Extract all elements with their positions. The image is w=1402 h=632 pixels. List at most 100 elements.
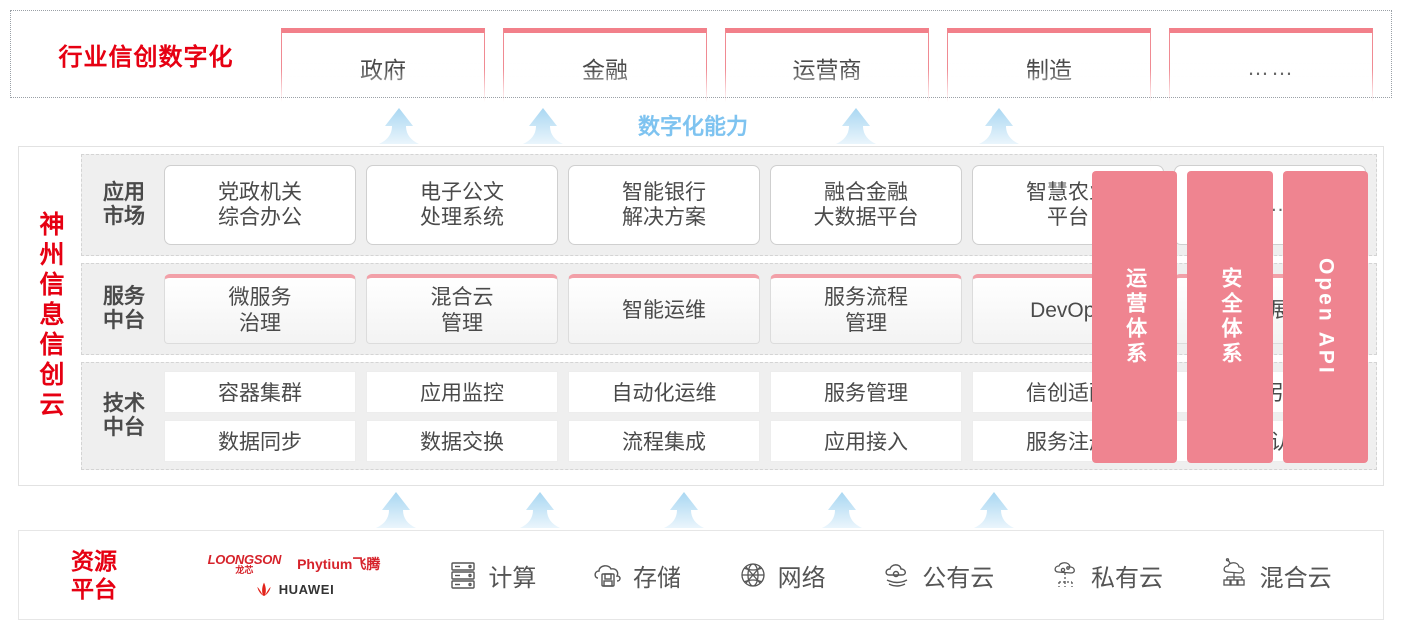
public-cloud-icon — [880, 558, 914, 592]
layer-label-line2: 中台 — [103, 309, 145, 332]
vendor-logo-row-1: LOONGSON 龙芯 Phytium飞腾 — [208, 553, 381, 575]
industry-card-label: …… — [1247, 54, 1295, 80]
pillar-label: Open API — [1314, 258, 1338, 376]
app-card-gov-office[interactable]: 党政机关综合办公 — [164, 165, 356, 245]
industry-card-telecom[interactable]: 运营商 — [725, 28, 929, 102]
layer-label-line2: 市场 — [103, 205, 145, 228]
industry-card-label: 运营商 — [792, 56, 862, 83]
app-card-line1: 融合金融 — [824, 180, 908, 204]
service-card-smart-ops[interactable]: 智能运维 — [568, 274, 760, 344]
layer-label-service-platform: 服务 中台 — [92, 285, 156, 332]
vendor-logo-row-2: HUAWEI — [254, 581, 335, 597]
resource-item-hybrid-cloud[interactable]: 混合云 — [1218, 558, 1332, 593]
layer-label-app-market: 应用 市场 — [92, 181, 156, 228]
up-arrow-icon — [968, 490, 1020, 530]
tech-card-data-sync[interactable]: 数据同步 — [164, 419, 356, 462]
app-card-line1: 智慧农业 — [1026, 180, 1110, 204]
resource-item-private-cloud[interactable]: 私有云 — [1049, 558, 1163, 593]
app-card-line2: 平台 — [1047, 206, 1089, 229]
app-card-line1: 党政机关 — [218, 180, 302, 204]
resource-item-label: 网络 — [777, 564, 826, 592]
tech-card-app-monitoring[interactable]: 应用监控 — [366, 370, 558, 413]
industry-card-more[interactable]: …… — [1169, 28, 1373, 102]
resource-item-compute[interactable]: 计算 — [446, 558, 536, 593]
service-card-hybrid-cloud-mgmt[interactable]: 混合云管理 — [366, 274, 558, 344]
tech-card-service-mgmt[interactable]: 服务管理 — [770, 370, 962, 413]
app-card-e-document[interactable]: 电子公文处理系统 — [366, 165, 558, 245]
industry-card-label: 制造 — [1026, 56, 1072, 83]
huawei-flower-icon — [254, 581, 274, 597]
up-arrow-icon — [816, 490, 868, 530]
industry-band: 行业信创数字化 政府 金融 运营商 制造 …… — [10, 10, 1392, 102]
hybrid-cloud-icon — [1218, 558, 1252, 592]
resource-item-label: 混合云 — [1259, 564, 1332, 592]
resource-title-line1: 资源 — [71, 547, 117, 574]
cloud-platform-title: 神州信息信创云 — [19, 147, 81, 485]
phytium-logo: Phytium飞腾 — [297, 556, 381, 572]
resource-item-list: 计算 存储 — [419, 558, 1383, 593]
loongson-logo-cn: 龙芯 — [235, 565, 254, 575]
capability-arrow-strip-bottom — [0, 488, 1402, 530]
app-card-finance-bigdata[interactable]: 融合金融大数据平台 — [770, 165, 962, 245]
industry-card-list: 政府 金融 运营商 制造 …… — [281, 11, 1391, 102]
pillar-operations-system[interactable]: 运营体系 — [1092, 171, 1178, 463]
cloud-storage-icon — [591, 558, 625, 592]
pillar-label: 安全体系 — [1218, 267, 1242, 367]
cloud-platform-title-text: 神州信息信创云 — [36, 211, 64, 421]
tech-card-automated-ops[interactable]: 自动化运维 — [568, 370, 760, 413]
resource-item-network[interactable]: 网络 — [736, 558, 826, 593]
resource-item-label: 私有云 — [1090, 564, 1163, 592]
service-card-line2: 管理 — [845, 311, 887, 335]
service-card-line1: 微服务 — [228, 286, 292, 310]
up-arrow-icon — [658, 490, 710, 530]
up-arrow-icon — [517, 106, 569, 146]
tech-card-app-access[interactable]: 应用接入 — [770, 419, 962, 462]
app-card-line2: 大数据平台 — [813, 206, 919, 229]
up-arrow-icon — [370, 490, 422, 530]
cross-cutting-pillars: 运营体系 安全体系 Open API — [1092, 171, 1368, 463]
private-cloud-icon — [1049, 558, 1083, 592]
pillar-open-api[interactable]: Open API — [1282, 171, 1368, 463]
loongson-logo: LOONGSON 龙芯 — [207, 552, 282, 575]
service-card-line1: DevOps — [1030, 298, 1106, 322]
layer-label-line1: 应用 — [103, 181, 145, 205]
vendor-logo-list: LOONGSON 龙芯 Phytium飞腾 HUAWEI — [169, 553, 419, 597]
industry-card-label: 政府 — [360, 56, 406, 83]
resource-title-line2: 平台 — [71, 576, 117, 602]
industry-card-finance[interactable]: 金融 — [503, 28, 707, 102]
capability-label: 数字化能力 — [638, 114, 749, 139]
service-card-process-mgmt[interactable]: 服务流程管理 — [770, 274, 962, 344]
resource-item-public-cloud[interactable]: 公有云 — [880, 558, 994, 593]
pillar-security-system[interactable]: 安全体系 — [1187, 171, 1273, 463]
service-card-line2: 治理 — [239, 311, 281, 335]
layer-label-tech-platform: 技术 中台 — [92, 392, 156, 439]
network-globe-icon — [736, 558, 770, 592]
capability-arrow-strip-top: 数字化能力 — [0, 104, 1402, 146]
layer-label-line2: 中台 — [103, 416, 145, 439]
service-card-line1: 服务流程 — [824, 286, 908, 310]
service-card-line1: 混合云 — [430, 286, 494, 310]
industry-card-manufacturing[interactable]: 制造 — [947, 28, 1151, 102]
loongson-logo-en: LOONGSON — [207, 552, 282, 567]
tech-card-data-exchange[interactable]: 数据交换 — [366, 419, 558, 462]
up-arrow-icon — [514, 490, 566, 530]
up-arrow-icon — [830, 106, 882, 146]
up-arrow-icon — [373, 106, 425, 146]
resource-item-label: 公有云 — [922, 564, 995, 592]
resource-platform-title: 资源 平台 — [19, 547, 169, 603]
industry-band-title: 行业信创数字化 — [58, 43, 234, 71]
app-card-line2: 解决方案 — [622, 206, 706, 229]
app-market-card-list: 党政机关综合办公 电子公文处理系统 智能银行解决方案 融合金融大数据平台 智慧农… — [156, 165, 1366, 245]
industry-card-government[interactable]: 政府 — [281, 28, 485, 102]
app-card-line1: 智能银行 — [622, 180, 706, 204]
layer-label-line1: 技术 — [103, 392, 145, 416]
industry-card-label: 金融 — [582, 56, 628, 83]
layer-label-line1: 服务 — [103, 285, 145, 309]
tech-card-container-cluster[interactable]: 容器集群 — [164, 370, 356, 413]
resource-item-storage[interactable]: 存储 — [591, 558, 681, 593]
app-card-line1: 电子公文 — [420, 180, 504, 204]
app-card-smart-bank[interactable]: 智能银行解决方案 — [568, 165, 760, 245]
tech-card-process-integration[interactable]: 流程集成 — [568, 419, 760, 462]
service-card-microservice-governance[interactable]: 微服务治理 — [164, 274, 356, 344]
